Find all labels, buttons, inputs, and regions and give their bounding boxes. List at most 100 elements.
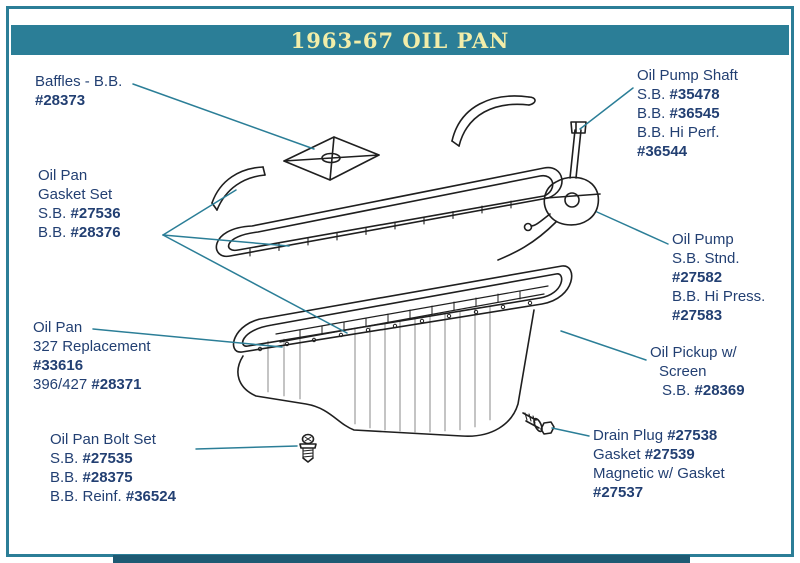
pump-snout [530, 213, 551, 227]
leader-drain-plug [551, 427, 590, 437]
label-line: Gasket Set [38, 185, 121, 204]
part-text: Gasket Set [38, 186, 113, 203]
label-line: 327 Replacement [33, 337, 151, 356]
leader-gasket-to-strap [162, 189, 237, 236]
part-number: #35478 [669, 86, 720, 103]
pan-rim-outer [232, 265, 573, 353]
part-text: B.B. Hi Perf. [637, 124, 720, 141]
part-text: B.B. [50, 469, 83, 486]
part-text: Magnetic w/ Gasket [593, 465, 725, 482]
label-oil-pump: Oil Pump S.B. Stnd. #27582 B.B. Hi Press… [672, 230, 765, 325]
part-number: #27535 [82, 450, 133, 467]
label-line: Oil Pump Shaft [637, 66, 738, 85]
part-text: B.B. Hi Press. [672, 288, 766, 305]
leader-gasket-to-rim [162, 234, 348, 334]
gasket-outer-ring [215, 166, 563, 257]
front-seal-inner [216, 174, 266, 211]
front-seal-strap-art [211, 166, 266, 211]
label-line: S.B. #27535 [50, 449, 176, 468]
part-number: #28375 [82, 469, 133, 486]
label-pickup: Oil Pickup w/ Screen S.B. #28369 [650, 343, 745, 400]
label-line: Oil Pan [33, 318, 151, 337]
part-text: Oil Pump [672, 231, 734, 248]
leader-oil-pump [596, 211, 669, 245]
part-text: Gasket [593, 446, 645, 463]
label-line: Magnetic w/ Gasket [593, 464, 725, 483]
pump-flange [545, 193, 601, 199]
part-text: B.B. Reinf. [50, 488, 126, 505]
leader-gasket-to-gasket [162, 234, 290, 247]
gasket-inner-ring [227, 174, 554, 252]
part-number: #27583 [672, 307, 723, 324]
plug-hex-head [540, 421, 555, 435]
part-number: #27538 [667, 427, 718, 444]
part-text: 396/427 [33, 376, 92, 393]
label-gasket-set: Oil Pan Gasket Set S.B. #27536 B.B. #283… [38, 166, 121, 242]
leader-bolt-set [195, 445, 298, 450]
label-line: #27583 [672, 306, 765, 325]
label-line: Oil Pan [38, 166, 121, 185]
pickup-tube-end [523, 222, 533, 232]
label-line: Oil Pan Bolt Set [50, 430, 176, 449]
label-bolt-set: Oil Pan Bolt Set S.B. #27535 B.B. #28375… [50, 430, 176, 506]
label-line: #33616 [33, 356, 151, 375]
drain-plug-art [522, 412, 555, 435]
part-text: Oil Pan [33, 319, 83, 336]
baffle-plate-art [283, 136, 380, 181]
baffle-plate-hole [321, 152, 341, 164]
oil-pump-art [497, 121, 601, 261]
part-text: 327 Replacement [33, 338, 151, 355]
part-number: #28371 [91, 376, 142, 393]
rear-seal-outer [451, 95, 530, 142]
label-line: S.B. #28369 [650, 381, 745, 400]
part-text: B.B. [637, 105, 670, 122]
oil-pan-art [232, 265, 573, 437]
label-drain-plug: Drain Plug #27538 Gasket #27539 Magnetic… [593, 426, 725, 502]
part-text: Oil Pickup w/ [650, 344, 737, 361]
part-number: #33616 [33, 357, 84, 374]
bolt-head-cross [304, 436, 312, 442]
part-number: #36545 [669, 105, 720, 122]
baffle-plate-x-brace [283, 136, 380, 181]
label-line: Screen [650, 362, 745, 381]
pan-rim-inner [241, 273, 563, 347]
leader-pickup [560, 330, 647, 361]
part-text: Screen [659, 363, 707, 380]
leader-baffles [132, 83, 315, 150]
pump-shaft-coupler [570, 121, 587, 134]
label-line: Oil Pump [672, 230, 765, 249]
part-text: Oil Pump Shaft [637, 67, 738, 84]
part-text: S.B. [38, 205, 71, 222]
section-header: 1963-67 OIL PAN [11, 25, 789, 55]
label-line: B.B. #28375 [50, 468, 176, 487]
pump-gear-circle [564, 192, 580, 208]
label-line: B.B. Hi Perf. [637, 123, 738, 142]
part-number: #27536 [70, 205, 121, 222]
label-oil-pan: Oil Pan 327 Replacement #33616 396/427 #… [33, 318, 151, 394]
front-seal-outer [211, 166, 264, 204]
bolt-threads [302, 447, 314, 459]
part-number: #36544 [637, 143, 688, 160]
parts-drawing [211, 95, 601, 463]
leader-lines [92, 83, 669, 450]
bolt-tip [302, 457, 314, 463]
plug-threads [524, 412, 536, 424]
pump-shaft [569, 129, 582, 179]
label-line: B.B. Hi Press. [672, 287, 765, 306]
part-number: #36524 [125, 488, 176, 505]
rear-seal-strap-art [451, 95, 536, 147]
label-line: S.B. #35478 [637, 85, 738, 104]
part-text: S.B. [637, 86, 670, 103]
label-line: #28373 [35, 91, 122, 110]
pan-body-outline [237, 309, 535, 437]
part-text: Oil Pan Bolt Set [50, 431, 156, 448]
label-pump-shaft: Oil Pump Shaft S.B. #35478 B.B. #36545 B… [637, 66, 738, 161]
pan-slot-ticks [299, 290, 521, 339]
pickup-tube-sweep [497, 221, 557, 261]
label-line: #27537 [593, 483, 725, 502]
label-line: Drain Plug #27538 [593, 426, 725, 445]
part-number: #27582 [672, 269, 723, 286]
part-text: S.B. [662, 382, 695, 399]
part-number: #28373 [35, 92, 86, 109]
